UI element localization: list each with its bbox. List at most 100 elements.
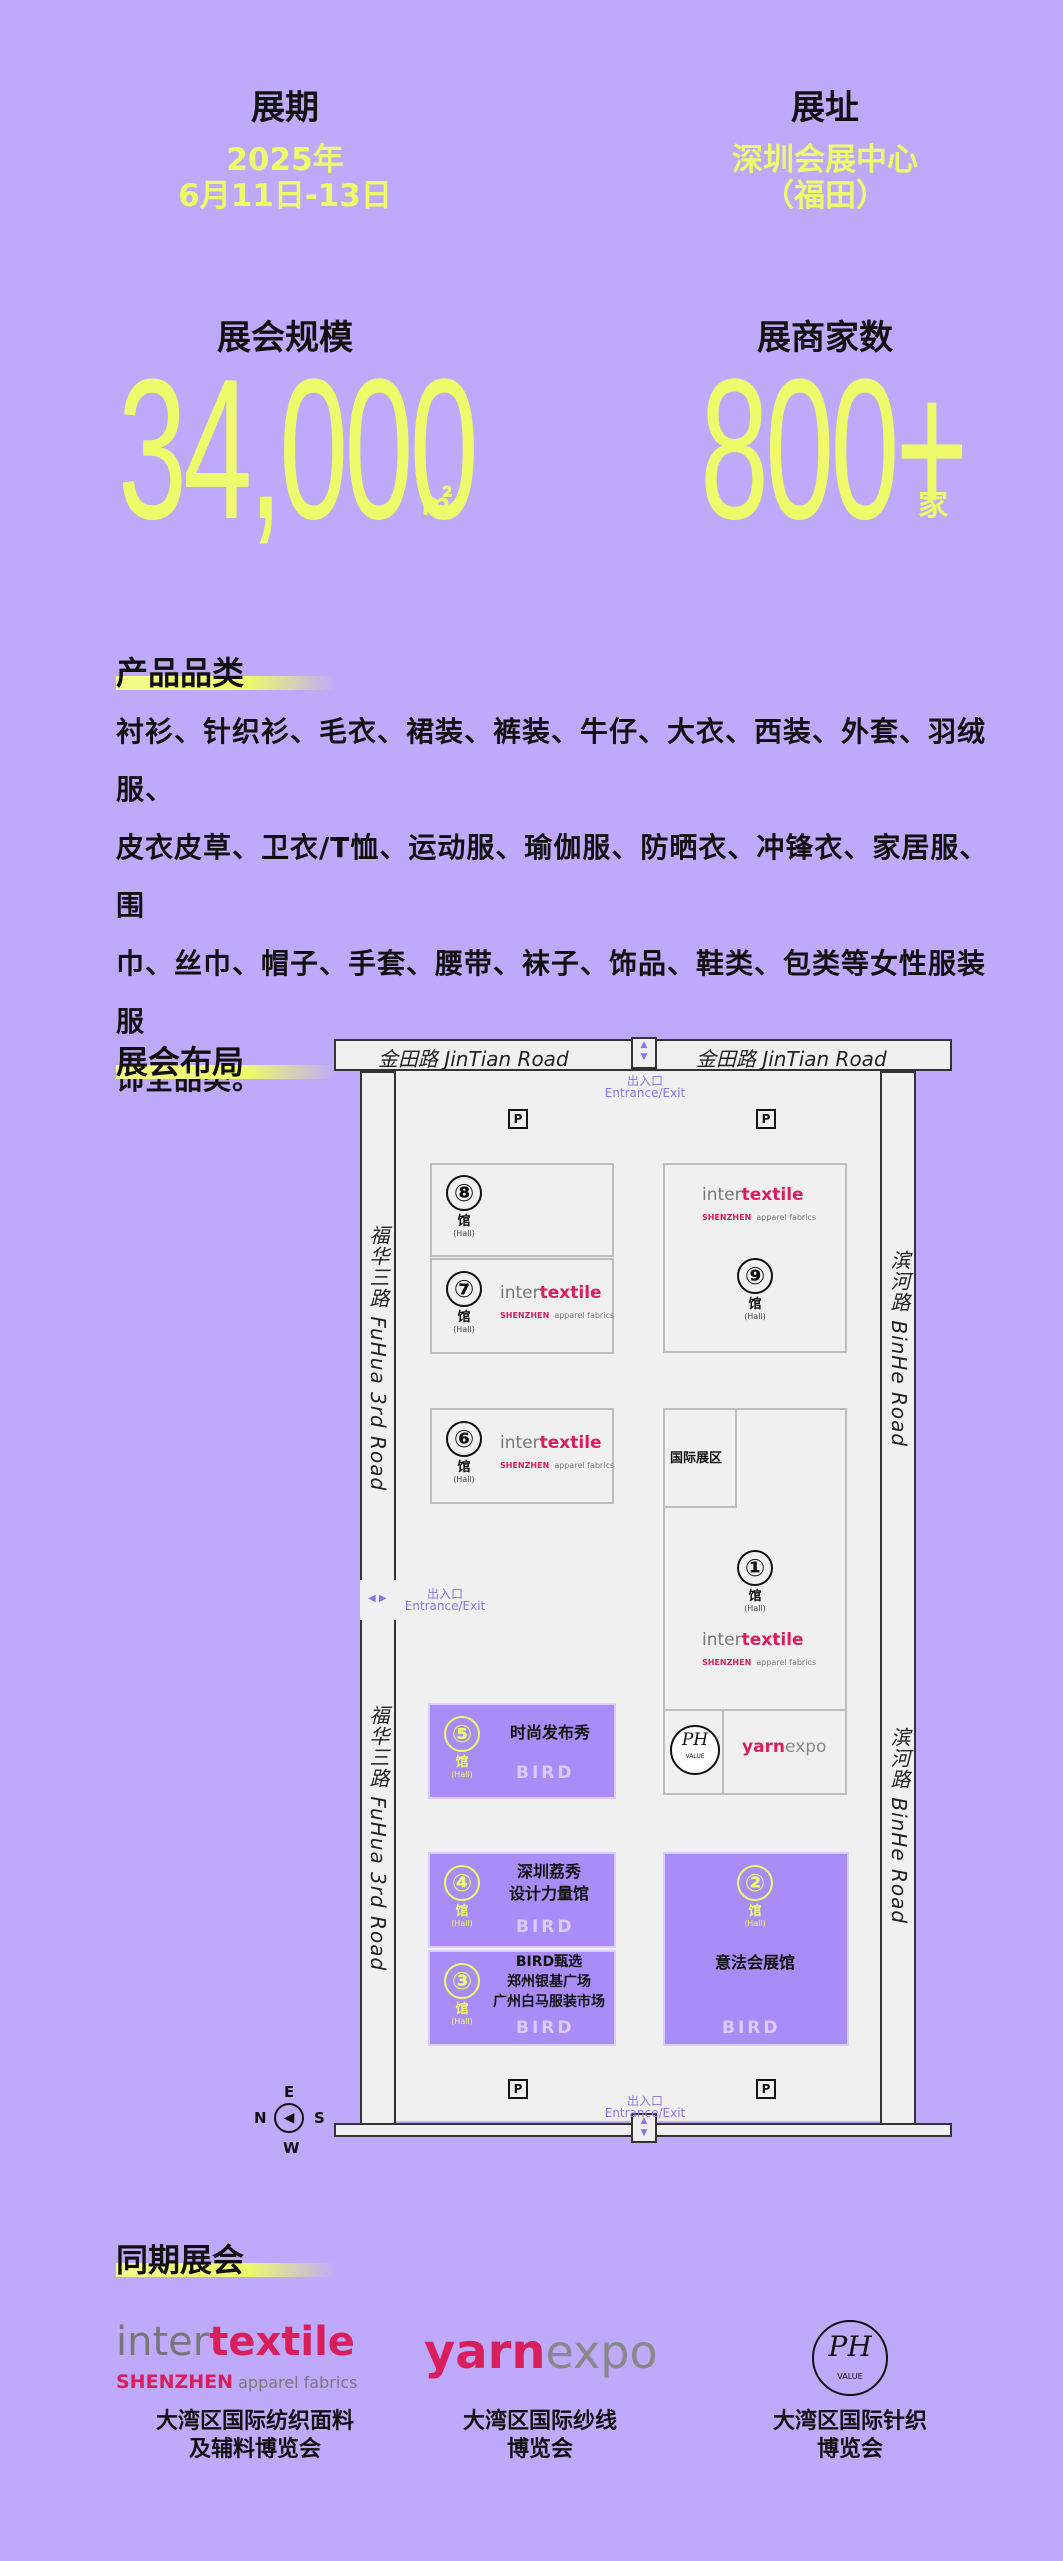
yarnexpo-divider <box>722 1711 724 1793</box>
compass-n: N <box>254 2109 267 2127</box>
parking-icon: P <box>756 1109 776 1129</box>
hall-1-number: ① <box>737 1550 773 1586</box>
logo-textile: textile <box>209 2319 355 2365</box>
left-gate-arrow-icon: ◀ ▶ <box>368 1593 387 1604</box>
period-dates: 6月11日-13日 <box>178 178 392 214</box>
hall-4-name: 深圳荔秀 设计力量馆 <box>485 1861 613 1905</box>
logo-shenzhen: SHENZHEN <box>500 1461 550 1470</box>
hall-3-name-1: BIRD甄选 <box>515 1954 583 1970</box>
road-jintian-label-left: 金田路 JinTian Road <box>378 1047 569 1071</box>
ph-value-text: VALUE <box>837 2372 863 2381</box>
bottom-entrance-en: Entrance/Exit <box>604 2106 686 2120</box>
compass-e: E <box>284 2083 295 2101</box>
exhibitors-unit: 家 <box>918 488 948 523</box>
concurrent-item-3-line1: 大湾区国际针织 <box>772 2409 927 2434</box>
hall-1-en: (Hall) <box>744 1604 766 1613</box>
scale-unit: ㎡ <box>420 484 453 522</box>
logo-shenzhen: SHENZHEN <box>500 1311 550 1320</box>
logo-textile: textile <box>741 1185 804 1205</box>
ph-value-text: VALUE <box>685 1753 705 1760</box>
logo-inter: inter <box>116 2319 210 2365</box>
hall-8-en: (Hall) <box>453 1229 475 1238</box>
road-jintian-label-right: 金田路 JinTian Road <box>696 1047 887 1071</box>
bottom-entrance-cn: 出入口 <box>626 2094 663 2108</box>
logo-shenzhen: SHENZHEN <box>702 1213 752 1222</box>
bird-logo: BIRD <box>722 2018 781 2038</box>
logo-apparel: apparel fabrics <box>756 1658 817 1667</box>
hall-2-name: 意法会展馆 <box>714 1953 795 1972</box>
hall-2-guan: 馆 <box>748 1904 762 1919</box>
logo-apparel: apparel fabrics <box>238 2373 358 2392</box>
compass-icon: E N S W ◀ <box>250 2083 330 2163</box>
period-year: 2025年 <box>226 142 344 178</box>
ph-mark: PH <box>828 2330 872 2363</box>
bottom-entrance: 出入口 Entrance/Exit <box>595 2095 695 2119</box>
logo-shenzhen: SHENZHEN <box>702 1658 752 1667</box>
exhibitors-value: 800+ <box>700 338 968 561</box>
parking-icon: P <box>508 1109 528 1129</box>
bird-logo: BIRD <box>516 1763 575 1783</box>
concurrent-item-1-line2: 及辅料博览会 <box>188 2437 321 2462</box>
hall-3-number: ③ <box>444 1963 480 1999</box>
parking-icon: P <box>756 2079 776 2099</box>
hall-8-guan: 馆 <box>457 1214 471 1229</box>
hall-7-en: (Hall) <box>453 1325 475 1334</box>
hall-2-en: (Hall) <box>744 1919 766 1928</box>
ph-value-logo: PH VALUE <box>670 1725 720 1775</box>
road-binhe-label-top: 滨河路 BinHe Road <box>887 1250 911 1448</box>
products-line: 皮衣皮草、卫衣/T恤、运动服、瑜伽服、防晒衣、冲锋衣、家居服、围 <box>116 831 989 922</box>
products-list: 衬衫、针织衫、毛衣、裙装、裤装、牛仔、大衣、西装、外套、羽绒服、 皮衣皮草、卫衣… <box>116 703 996 1109</box>
concurrent-item-2: 大湾区国际纱线 博览会 <box>410 2408 670 2464</box>
hall-9-guan: 馆 <box>748 1297 762 1312</box>
hall-2-number: ② <box>737 1865 773 1901</box>
hall-4-guan: 馆 <box>455 1904 469 1919</box>
bird-logo: BIRD <box>516 1917 575 1937</box>
bottom-gate-arrow-icon: ▲▼ <box>631 2113 657 2143</box>
concurrent-item-1-line1: 大湾区国际纺织面料 <box>155 2409 354 2434</box>
concurrent-item-3: 大湾区国际针织 博览会 <box>720 2408 980 2464</box>
intl-zone[interactable] <box>663 1408 737 1508</box>
intertextile-logo: intertextile SHENZHEN apparel fabrics <box>702 1630 816 1669</box>
concurrent-item-2-line2: 博览会 <box>506 2437 573 2462</box>
road-fuhua-label-bottom: 福华三路 FuHua 3rd Road <box>366 1705 390 1972</box>
hall-5-guan: 馆 <box>455 1755 469 1770</box>
venue-map: 金田路 JinTian Road 金田路 JinTian Road ▲▼ ▲▼ … <box>254 1035 955 2157</box>
logo-yarn: yarn <box>742 1737 786 1757</box>
road-binhe-label-bottom: 滨河路 BinHe Road <box>887 1727 911 1925</box>
intertextile-logo: intertextile SHENZHEN apparel fabrics <box>500 1283 614 1322</box>
venue-name: 深圳会展中心 <box>732 142 918 178</box>
concurrent-item-2-line1: 大湾区国际纱线 <box>462 2409 617 2434</box>
products-title: 产品品类 <box>116 654 245 692</box>
top-gate-arrow-icon: ▲▼ <box>631 1037 657 1069</box>
parking-icon: P <box>508 2079 528 2099</box>
logo-shenzhen: SHENZHEN <box>116 2371 234 2393</box>
logo-apparel: apparel fabrics <box>756 1213 817 1222</box>
road-binhe <box>880 1071 916 2125</box>
scale-label: 展会规模 <box>217 318 353 358</box>
hall-6-guan: 馆 <box>457 1460 471 1475</box>
intertextile-footer-logo: intertextile SHENZHEN apparel fabrics <box>116 2322 357 2395</box>
left-entrance: 出入口 Entrance/Exit <box>395 1588 495 1612</box>
hall-8-number: ⑧ <box>446 1175 482 1211</box>
hall-7-guan: 馆 <box>457 1310 471 1325</box>
venue-sub: （福田） <box>763 178 887 214</box>
layout-title-highlight <box>116 1065 336 1079</box>
logo-expo: expo <box>785 1737 827 1757</box>
logo-textile: textile <box>741 1630 804 1650</box>
hall-4-name-1: 深圳荔秀 <box>516 1862 581 1881</box>
logo-textile: textile <box>539 1283 602 1303</box>
hall-4-en: (Hall) <box>451 1919 473 1928</box>
hall-9-en: (Hall) <box>744 1312 766 1321</box>
intl-zone-label: 国际展区 <box>670 1451 723 1466</box>
intertextile-logo: intertextile SHENZHEN apparel fabrics <box>500 1433 614 1472</box>
layout-title: 展会布局 <box>116 1043 245 1081</box>
logo-apparel: apparel fabrics <box>554 1461 615 1470</box>
hall-4-name-2: 设计力量馆 <box>508 1884 589 1903</box>
hall-6-number: ⑥ <box>446 1421 482 1457</box>
logo-inter: inter <box>702 1185 742 1205</box>
yarnexpo-logo: yarnexpo <box>742 1737 826 1757</box>
hall-5-en: (Hall) <box>451 1770 473 1779</box>
hall-1-guan: 馆 <box>748 1589 762 1604</box>
concurrent-item-3-line2: 博览会 <box>816 2437 883 2462</box>
hall-3-en: (Hall) <box>451 2017 473 2026</box>
